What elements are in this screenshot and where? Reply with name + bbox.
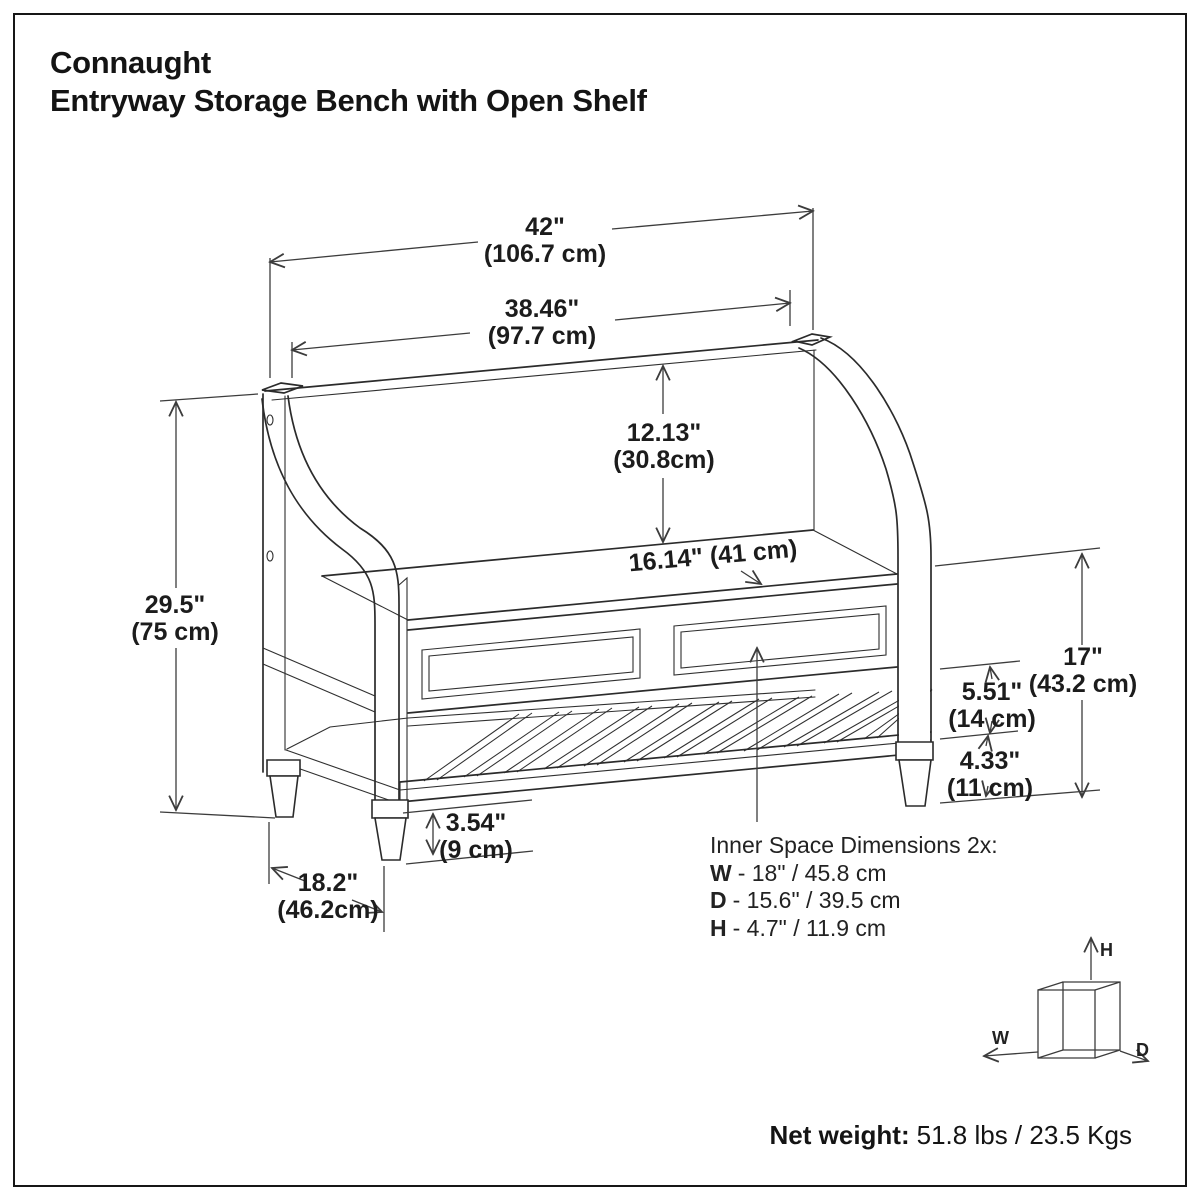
dimension-lines bbox=[159, 208, 1101, 932]
dim-label-leg-height: 3.54" (9 cm) bbox=[439, 809, 513, 864]
net-weight-label: Net weight: bbox=[769, 1120, 910, 1150]
inner-space-depth: D- 15.6" / 39.5 cm bbox=[710, 887, 901, 913]
product-description: Entryway Storage Bench with Open Shelf bbox=[50, 83, 647, 118]
page-border bbox=[13, 13, 1187, 1187]
product-name: Connaught bbox=[50, 45, 211, 80]
net-weight: Net weight:51.8 lbs / 23.5 Kgs bbox=[770, 1120, 1132, 1151]
dim-label-seat-height: 17" (43.2 cm) bbox=[1028, 643, 1138, 698]
dim-label-apron-height: 5.51" (14 cm) bbox=[948, 678, 1036, 733]
axis-cube-icon bbox=[984, 938, 1148, 1061]
dim-label-back-width: 38.46" (97.7 cm) bbox=[487, 295, 597, 350]
backrest bbox=[261, 333, 833, 577]
right-arm bbox=[798, 337, 932, 745]
dim-label-overall-width: 42" (106.7 cm) bbox=[483, 213, 607, 268]
left-arm bbox=[261, 395, 408, 803]
inner-space-heading: Inner Space Dimensions 2x: bbox=[710, 832, 998, 858]
legs bbox=[266, 741, 934, 861]
cube-depth-label: D bbox=[1136, 1040, 1149, 1060]
open-shelf bbox=[285, 687, 933, 805]
inner-space-height: H- 4.7" / 11.9 cm bbox=[710, 914, 887, 941]
inner-space-width: W- 18" / 45.8 cm bbox=[710, 859, 887, 886]
cube-width-label: W bbox=[992, 1028, 1009, 1048]
net-weight-value: 51.8 lbs / 23.5 Kgs bbox=[916, 1120, 1132, 1150]
drawer-apron bbox=[407, 605, 898, 714]
right-post-face bbox=[899, 558, 930, 743]
shelf-slats bbox=[423, 687, 933, 782]
left-side-panel bbox=[262, 393, 376, 773]
dim-label-depth: 18.2" (46.2cm) bbox=[277, 869, 379, 924]
seat bbox=[321, 529, 898, 631]
dim-label-backrest-height: 12.13" (30.8cm) bbox=[613, 419, 715, 474]
dim-label-overall-height: 29.5" (75 cm) bbox=[131, 591, 219, 646]
inner-space-block: Inner Space Dimensions 2x: W- 18" / 45.8… bbox=[710, 832, 998, 942]
page-title: Connaught Entryway Storage Bench with Op… bbox=[50, 44, 647, 120]
dim-label-shelf-gap: 4.33" (11 cm) bbox=[946, 747, 1034, 802]
cube-height-label: H bbox=[1100, 940, 1113, 960]
